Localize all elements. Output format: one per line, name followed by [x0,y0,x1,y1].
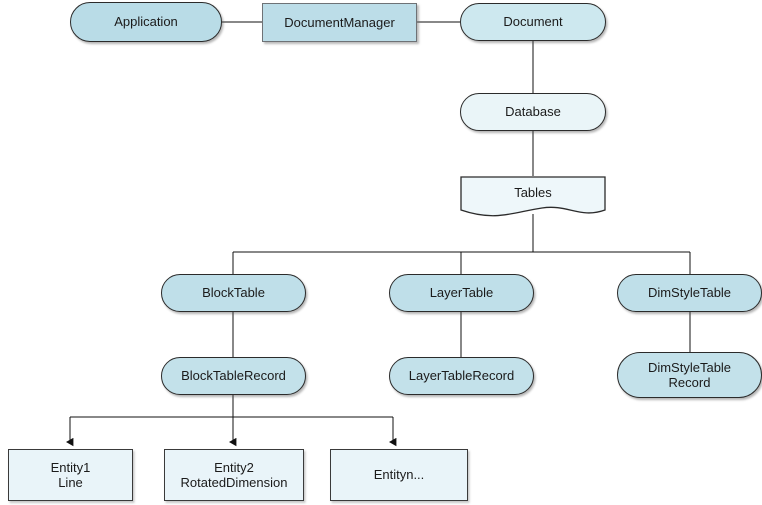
node-database[interactable]: Database [460,93,606,131]
node-block-table-label: BlockTable [202,285,265,301]
node-layer-table-record-label: LayerTableRecord [408,368,515,384]
node-block-table-record[interactable]: BlockTableRecord [161,357,306,395]
node-dim-style-table-record-label: DimStyleTable Record [647,359,732,390]
node-document-manager[interactable]: DocumentManager [262,3,417,42]
node-database-label: Database [505,104,561,120]
node-application[interactable]: Application [70,2,222,42]
node-dim-style-table[interactable]: DimStyleTable [617,274,762,312]
node-document-label: Document [503,14,563,30]
tables-document-shape [460,176,606,217]
node-tables-label: Tables [514,185,552,200]
node-entityn[interactable]: Entityn... [330,449,468,501]
node-application-label: Application [114,14,178,30]
node-entity1[interactable]: Entity1 Line [8,449,133,501]
node-dim-style-table-record[interactable]: DimStyleTable Record [617,352,762,398]
node-block-table[interactable]: BlockTable [161,274,306,312]
node-tables[interactable]: Tables [460,176,606,220]
node-document-manager-label: DocumentManager [284,14,395,30]
node-entity2[interactable]: Entity2 RotatedDimension [164,449,304,501]
node-layer-table[interactable]: LayerTable [389,274,534,312]
node-entity2-label: Entity2 RotatedDimension [180,459,288,490]
node-document[interactable]: Document [460,3,606,41]
node-layer-table-record[interactable]: LayerTableRecord [389,357,534,395]
node-dim-style-table-label: DimStyleTable [647,285,732,301]
node-layer-table-label: LayerTable [429,285,494,301]
node-entityn-label: Entityn... [373,467,425,483]
node-block-table-record-label: BlockTableRecord [181,368,286,384]
node-entity1-label: Entity1 Line [50,459,91,490]
